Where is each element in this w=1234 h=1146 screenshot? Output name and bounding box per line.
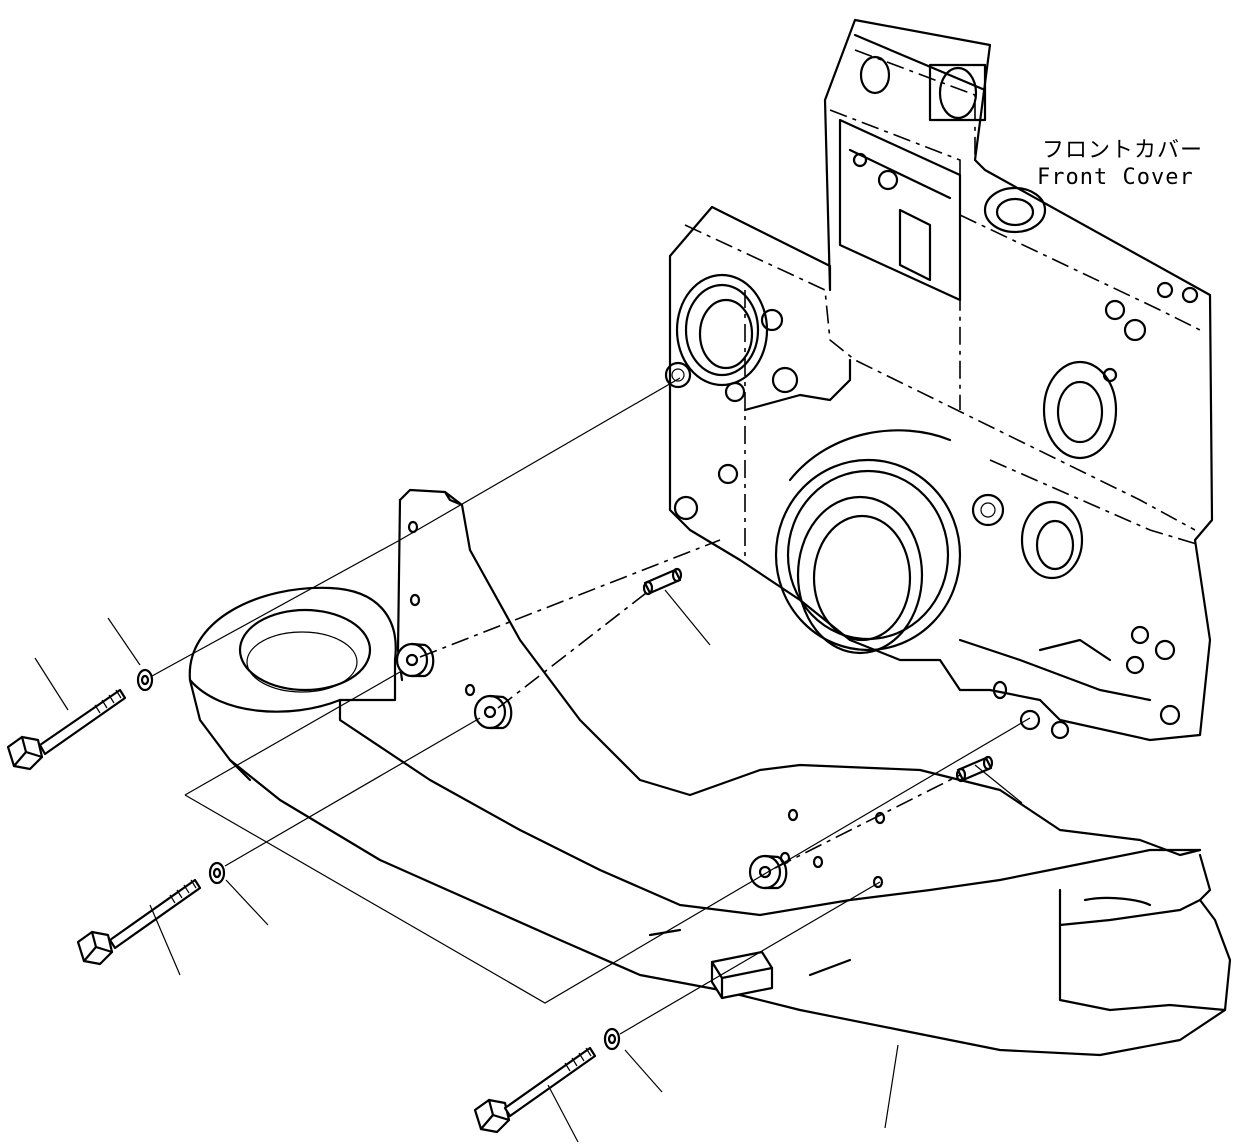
washer-middle <box>208 861 226 885</box>
bolt-upper <box>6 688 127 771</box>
spacer-upper <box>395 642 435 678</box>
spacer-lower <box>748 854 788 890</box>
front-cover <box>664 18 1214 742</box>
leader-lines <box>34 589 1023 1143</box>
washer-upper <box>136 668 154 692</box>
square-block <box>710 950 774 1000</box>
bolt-middle <box>76 878 202 966</box>
washer-lower <box>603 1027 621 1051</box>
bolt-lower <box>473 1046 597 1134</box>
dowel-pin-upper <box>642 567 683 596</box>
assembly-centerlines <box>151 377 1031 1035</box>
front-cover-label-en: Front Cover <box>1037 165 1194 190</box>
bracket <box>188 488 1232 1057</box>
front-cover-label-jp: フロントカバー <box>1042 138 1204 163</box>
dowel-pin-lower <box>955 755 994 783</box>
spacer-middle <box>473 694 513 730</box>
